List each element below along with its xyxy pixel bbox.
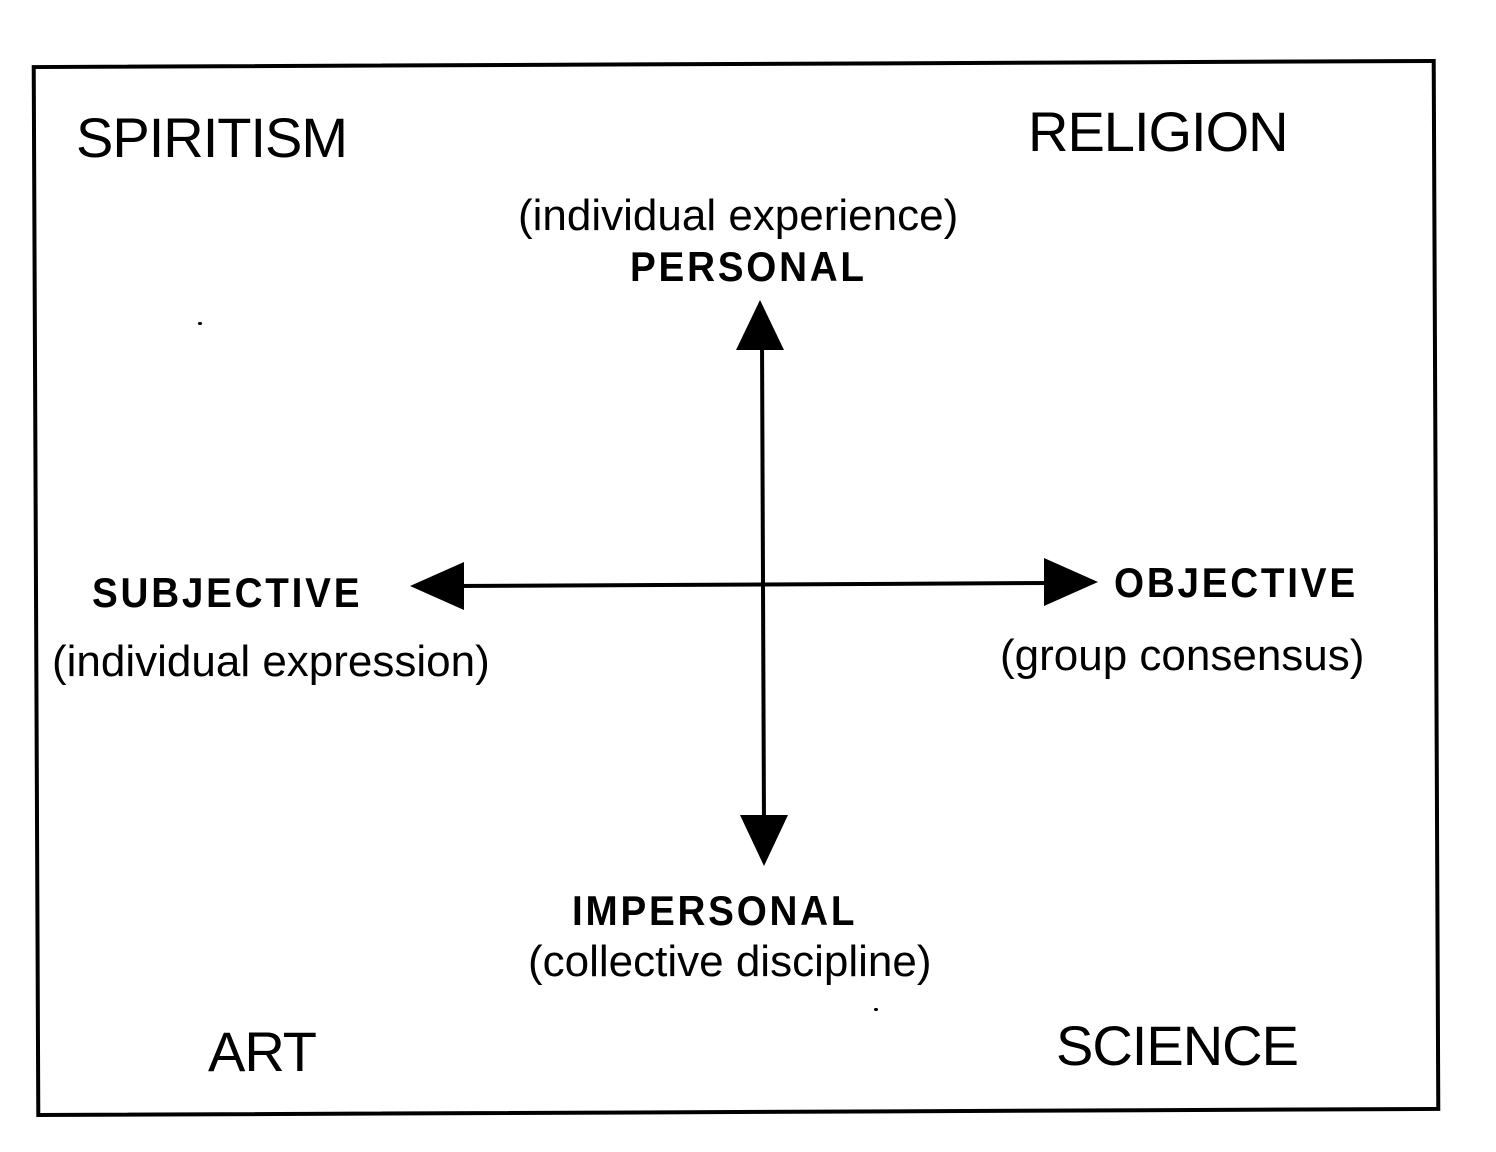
personal-note: (individual experience) — [518, 191, 959, 240]
quadrant-top-right-label: RELIGION — [1028, 100, 1289, 163]
quadrant-bottom-right-label: SCIENCE — [1056, 1014, 1299, 1077]
horizontal-axis-line — [454, 581, 1053, 588]
impersonal-note: (collective discipline) — [528, 937, 932, 986]
arrowhead-down — [740, 815, 788, 866]
subjective-label: SUBJECTIVE — [92, 569, 363, 616]
objective-label: OBJECTIVE — [1114, 559, 1358, 606]
quadrant-bottom-left-label: ART — [208, 1020, 317, 1083]
ink-speck — [198, 322, 202, 325]
quadrant-top-left-label: SPIRITISM — [76, 106, 348, 169]
arrowhead-left — [410, 562, 464, 610]
objective-note: (group consensus) — [1000, 631, 1365, 680]
personal-label: PERSONAL — [630, 243, 867, 290]
impersonal-label: IMPERSONAL — [572, 887, 858, 934]
arrowhead-up — [736, 300, 784, 350]
arrowhead-right — [1044, 558, 1098, 606]
ink-speck — [874, 1008, 878, 1011]
subjective-note: (individual expression) — [52, 637, 490, 686]
